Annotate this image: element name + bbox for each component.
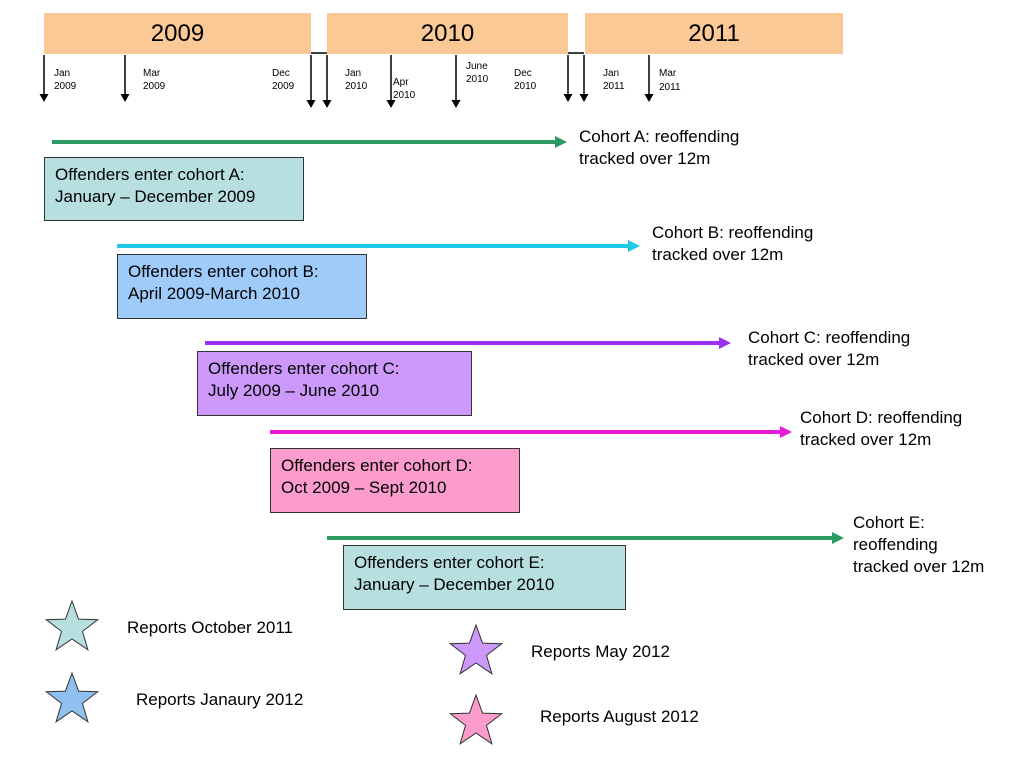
report-label-aug-2012: Reports August 2012 <box>540 707 699 726</box>
cohort-b-box: Offenders enter cohort B:April 2009-Marc… <box>117 254 367 319</box>
report-label-jan-2012: Reports Janaury 2012 <box>136 690 304 709</box>
star-icon <box>448 623 504 675</box>
cohort-a-box: Offenders enter cohort A:January – Decem… <box>44 157 304 221</box>
report-label-may-2012: Reports May 2012 <box>531 642 670 661</box>
cohort-e-box: Offenders enter cohort E:January – Decem… <box>343 545 626 610</box>
cohort-d-arrow <box>270 426 792 438</box>
cohort-d-box: Offenders enter cohort D:Oct 2009 – Sept… <box>270 448 520 513</box>
cohort-c-arrow <box>205 337 731 349</box>
year-label: 2011 <box>688 19 740 47</box>
star-icon <box>448 693 504 745</box>
year-label: 2010 <box>420 19 475 47</box>
star-icon <box>44 671 100 723</box>
year-box-2009: 2009 <box>44 13 311 54</box>
year-box-2010: 2010 <box>327 13 568 54</box>
cohort-c-box: Offenders enter cohort C:July 2009 – Jun… <box>197 351 472 416</box>
star-icon <box>44 599 100 651</box>
year-label: 2009 <box>150 19 205 47</box>
cohort-a-arrow <box>52 136 567 148</box>
cohort-b-arrow <box>117 240 640 252</box>
year-box-2011: 2011 <box>585 13 843 54</box>
report-label-oct-2011: Reports October 2011 <box>127 618 293 637</box>
cohort-e-arrow <box>327 532 844 544</box>
